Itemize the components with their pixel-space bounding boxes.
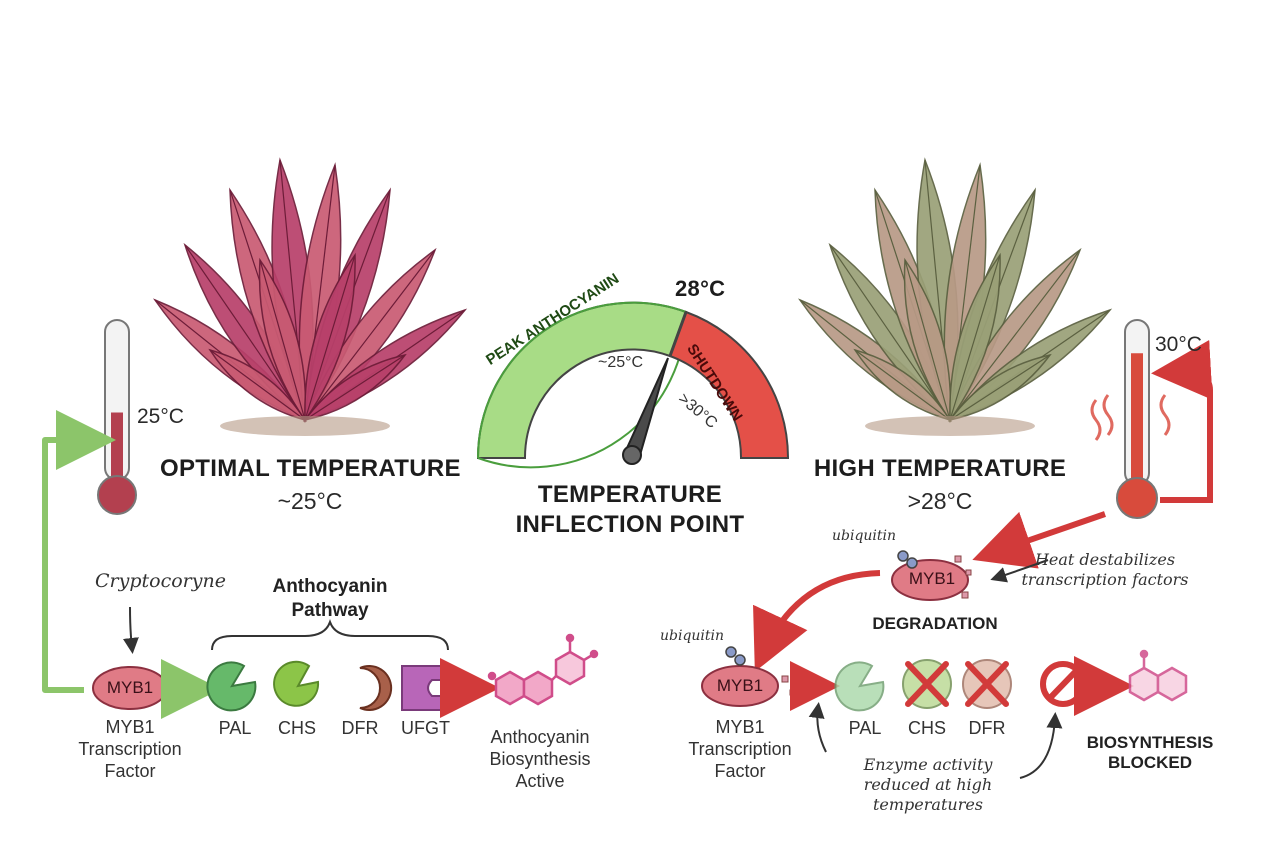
left-thermometer-icon xyxy=(97,319,137,515)
leaf-vein xyxy=(259,259,306,421)
ubiquitin-bottom-label: ubiquitin xyxy=(660,628,725,644)
leaf-vein xyxy=(304,249,436,421)
soil xyxy=(220,416,390,436)
leaf-vein xyxy=(854,349,951,421)
chs-blocked-x-icon xyxy=(905,661,949,707)
enzyme-note: Enzyme activity reduced at high temperat… xyxy=(863,755,993,814)
species-arrow xyxy=(122,606,139,654)
myb1-top-label: MYB1 xyxy=(908,569,956,588)
gauge-title: TEMPERATURE INFLECTION POINT xyxy=(515,481,745,538)
leaf-vein xyxy=(949,254,1001,421)
left-subtitle: ~25°C xyxy=(277,488,343,514)
leaf-vein xyxy=(184,244,306,421)
heat-loop-arrow xyxy=(1151,340,1213,503)
enzyme-label-dfr: DFR xyxy=(341,718,379,738)
enzyme-label-pal: PAL xyxy=(218,718,252,738)
soil xyxy=(865,416,1035,436)
right-thermometer-icon xyxy=(1090,319,1171,519)
myb1-degrading-top xyxy=(891,559,969,601)
ubiquitin-top-label: ubiquitin xyxy=(832,528,897,544)
species-label: Cryptocoryne xyxy=(95,570,226,592)
enzyme-label-chs: CHS xyxy=(277,718,316,738)
right-subtitle: >28°C xyxy=(907,488,973,514)
pal-faded-icon xyxy=(834,661,885,712)
leaf-vein xyxy=(304,354,406,421)
leaf-vein xyxy=(304,254,356,421)
faded-molecule-icon xyxy=(1128,649,1188,702)
ufgt-enzyme-icon xyxy=(401,665,447,711)
blocked-label: BIOSYNTHESIS BLOCKED xyxy=(1086,733,1214,772)
pathway-bracket xyxy=(211,619,449,651)
green-activation-arrow xyxy=(42,410,116,693)
pathway-title: Anthocyanin Pathway xyxy=(272,576,388,621)
leaf-vein xyxy=(949,249,1081,421)
pal-enzyme-icon xyxy=(206,661,257,712)
right-enzyme-chs: CHS xyxy=(907,718,946,738)
prohibited-icon xyxy=(1040,661,1086,707)
gauge-threshold: 28°C xyxy=(675,276,726,301)
right-thermo-label: 30°C xyxy=(1155,333,1202,356)
temperature-gauge xyxy=(476,301,790,469)
leaf-vein xyxy=(829,244,951,421)
dfr-enzyme-icon xyxy=(359,665,393,711)
heat-stressed-pale-plant xyxy=(797,157,1113,436)
leaf-vein xyxy=(904,259,951,421)
myb1-degrading-bottom xyxy=(701,665,779,707)
myb1-node-label: MYB1 xyxy=(106,678,154,697)
left-title: OPTIMAL TEMPERATURE xyxy=(160,455,461,482)
right-myb1-caption: MYB1 Transcription Factor xyxy=(688,717,792,781)
myb1-caption: MYB1 Transcription Factor xyxy=(78,717,182,781)
chs-enzyme-icon xyxy=(273,660,320,707)
right-enzyme-dfr: DFR xyxy=(968,718,1006,738)
gauge-green-tick: ~25°C xyxy=(598,354,644,371)
anthocyanin-molecule-icon xyxy=(487,633,599,706)
heat-to-myb1-arrow xyxy=(972,511,1106,569)
healthy-red-plant xyxy=(152,157,468,436)
myb1-bottom-label: MYB1 xyxy=(716,676,764,695)
leaf-vein xyxy=(949,354,1051,421)
leaf-vein xyxy=(209,349,306,421)
result-caption: Anthocyanin Biosynthesis Active xyxy=(489,727,591,791)
dfr-blocked-x-icon xyxy=(965,661,1009,707)
right-title: HIGH TEMPERATURE xyxy=(813,455,1067,482)
heat-note: Heat destabilizes transcription factors xyxy=(1021,550,1189,589)
right-enzyme-pal: PAL xyxy=(848,718,882,738)
enzyme-label-ufgt: UFGT xyxy=(401,718,450,738)
left-thermo-label: 25°C xyxy=(137,405,184,428)
degradation-path-arrow xyxy=(753,570,881,672)
degradation-label: DEGRADATION xyxy=(872,614,998,633)
